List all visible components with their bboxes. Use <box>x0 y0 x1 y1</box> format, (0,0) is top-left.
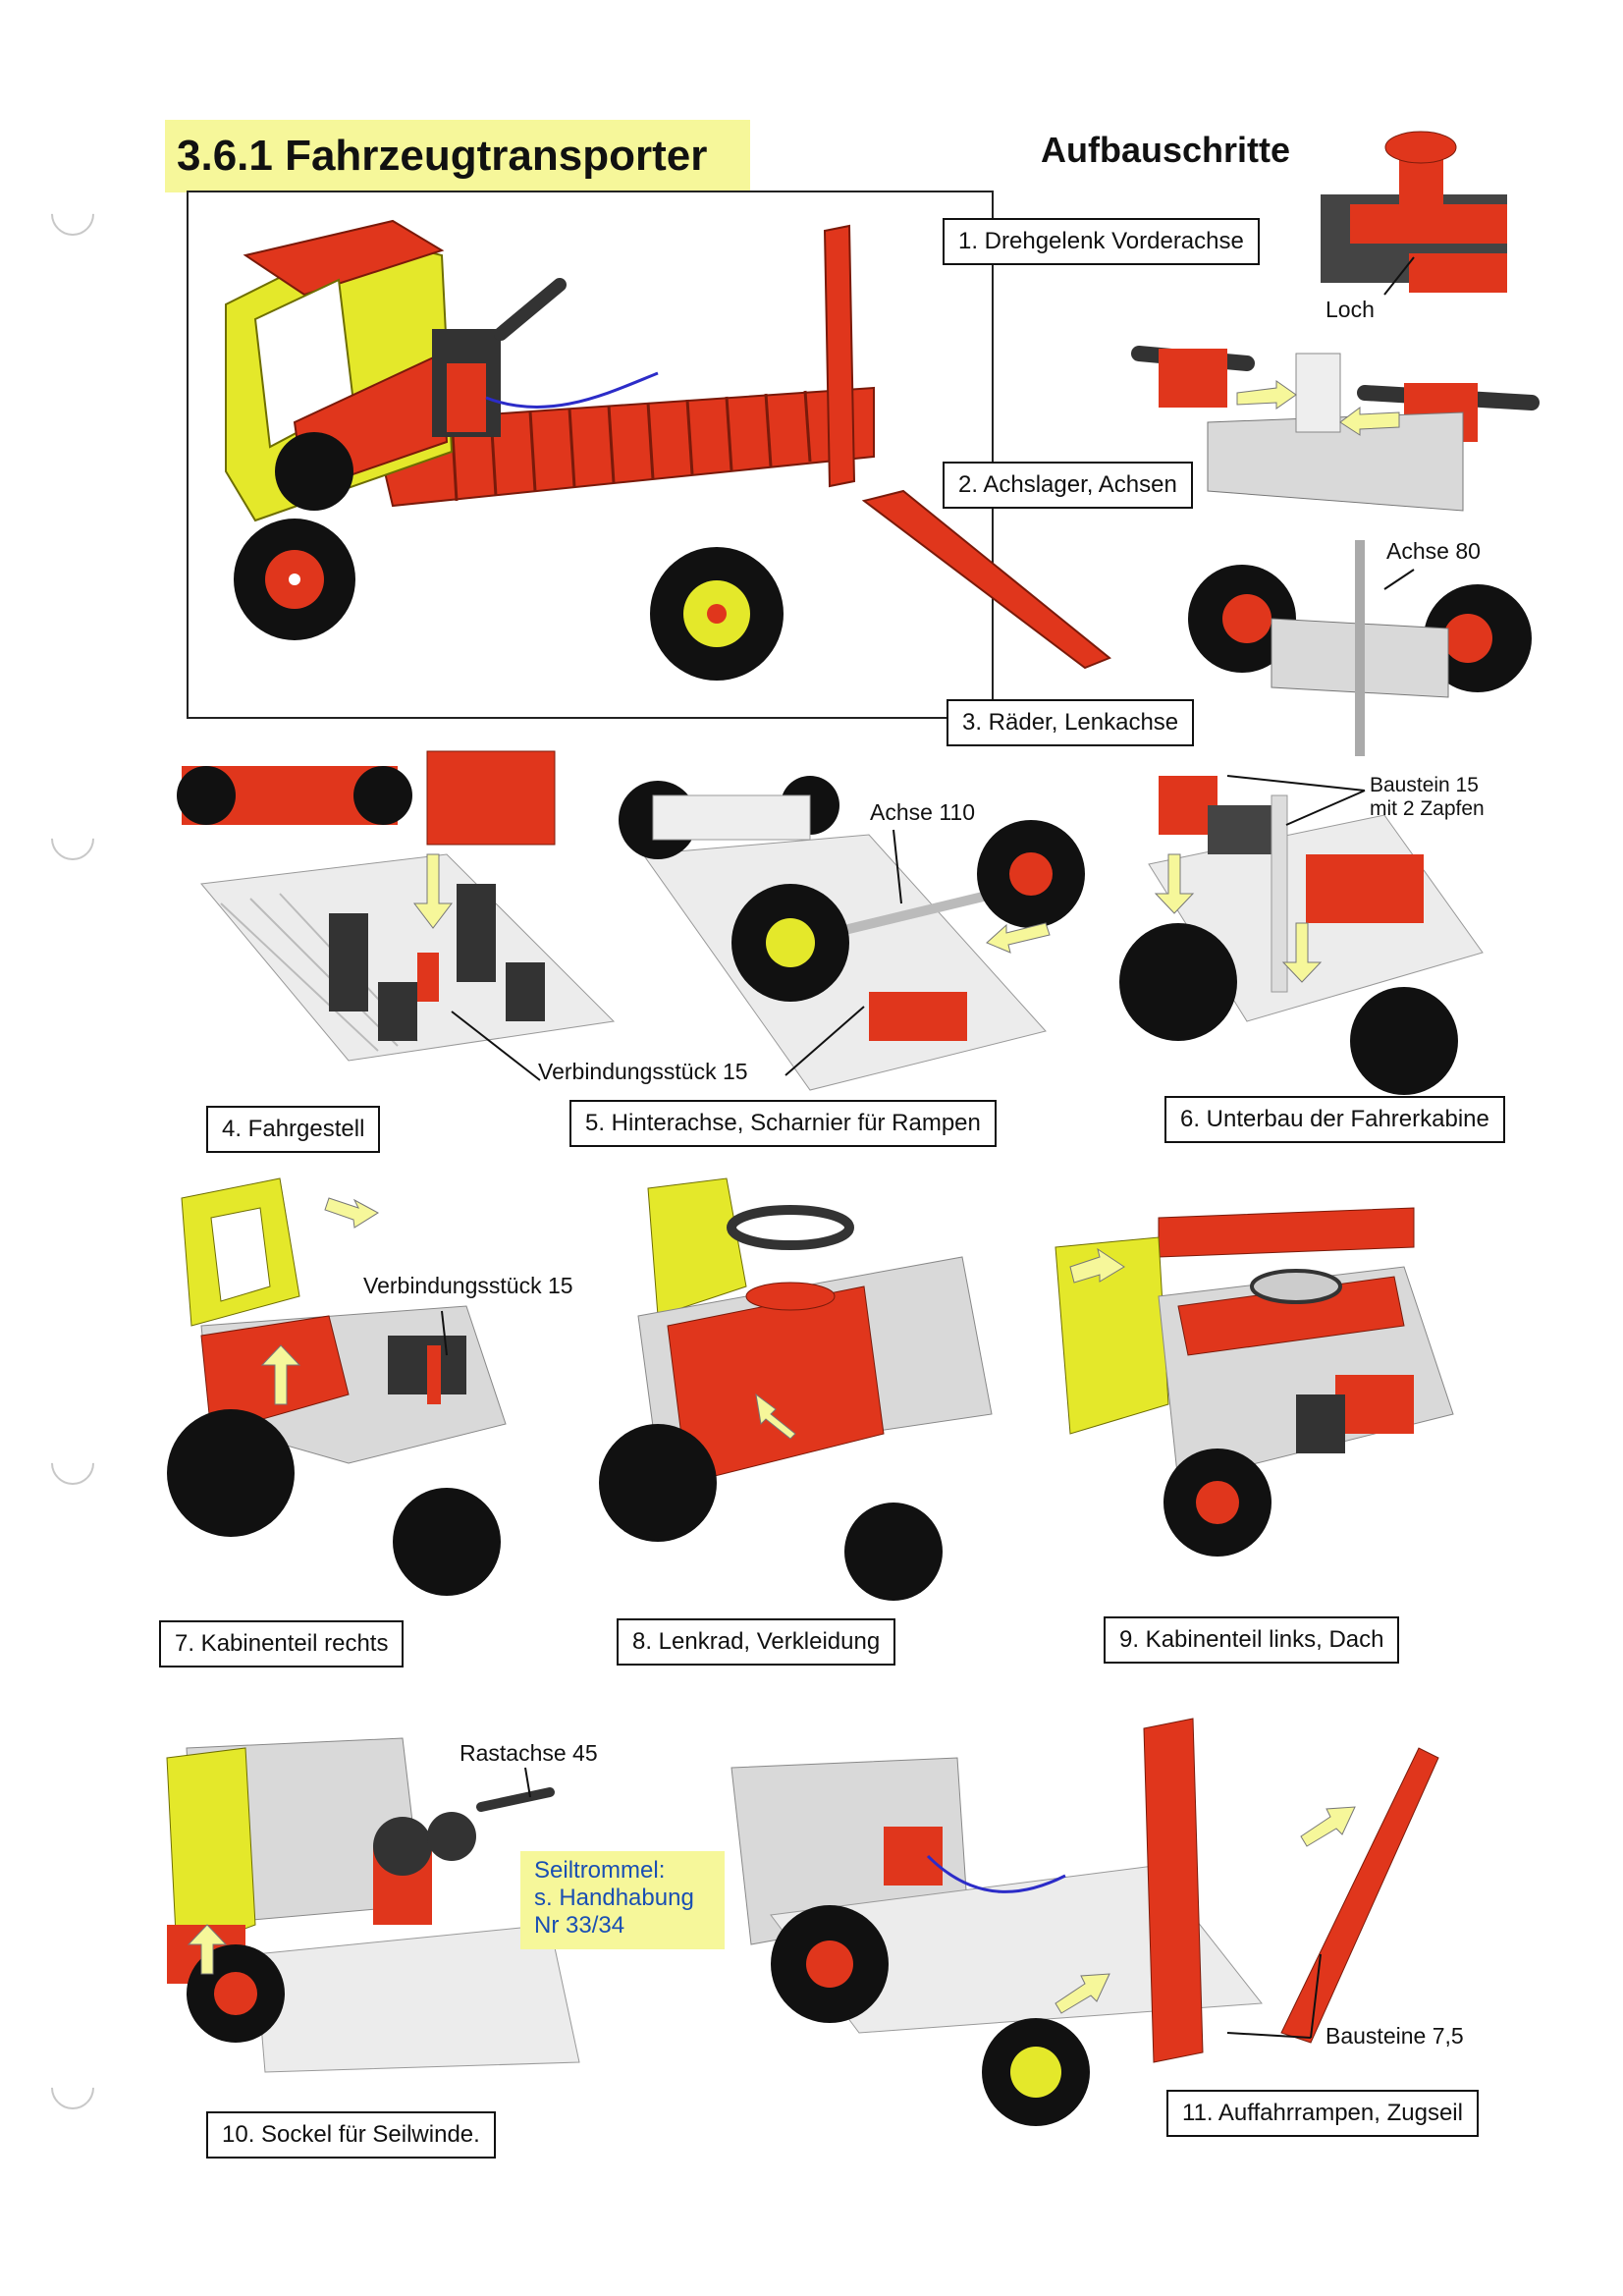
main-model-frame <box>187 191 994 719</box>
page-title: 3.6.1 Fahrzeugtransporter <box>165 120 750 192</box>
step-6-label: 6. Unterbau der Fahrerkabine <box>1164 1096 1505 1143</box>
section-heading: Aufbauschritte <box>1041 130 1291 170</box>
right-cab-panel-illustration <box>167 1177 507 1596</box>
step-4-label: 4. Fahrgestell <box>206 1106 381 1153</box>
swivel-joint-illustration <box>1321 131 1507 293</box>
step-9-label: 9. Kabinenteil links, Dach <box>1104 1616 1400 1664</box>
callout-loch: Loch <box>1325 297 1375 322</box>
finished-truck-illustration <box>225 219 1111 681</box>
step-11-label: 11. Auffahrrampen, Zugseil <box>1166 2090 1479 2137</box>
step-7-label: 7. Kabinenteil rechts <box>159 1620 405 1667</box>
callout-bausteine-7-5: Bausteine 7,5 <box>1325 2023 1464 2049</box>
note-line1: Seiltrommel: <box>534 1857 666 1884</box>
callout-verbindungsstueck-step4: Verbindungsstück 15 <box>538 1059 748 1084</box>
cab-substructure-illustration <box>1119 776 1484 1095</box>
steering-wheel-panel-illustration <box>599 1177 993 1601</box>
step-1-label: 1. Drehgelenk Vorderachse <box>943 218 1260 265</box>
step-5-label: 5. Hinterachse, Scharnier für Rampen <box>569 1100 997 1147</box>
note-line3: Nr 33/34 <box>534 1912 625 1939</box>
step-10-label: 10. Sockel für Seilwinde. <box>206 2111 496 2159</box>
step-2-label: 2. Achslager, Achsen <box>943 462 1193 509</box>
axle-bearing-illustration <box>1131 346 1540 512</box>
ramps-tow-rope-illustration <box>730 1718 1439 2126</box>
step-8-label: 8. Lenkrad, Verkleidung <box>617 1618 896 1666</box>
callout-rastachse-45: Rastachse 45 <box>460 1740 598 1766</box>
callout-baustein-15: Baustein 15 mit 2 Zapfen <box>1370 774 1485 821</box>
chassis-illustration <box>177 750 616 1062</box>
winch-drum-note: Seiltrommel: s. Handhabung Nr 33/34 <box>520 1851 725 1949</box>
note-line2: s. Handhabung <box>534 1885 694 1911</box>
callout-baustein-15-line2: mit 2 Zapfen <box>1370 797 1485 820</box>
callout-verbindungsstueck-step7: Verbindungsstück 15 <box>363 1273 573 1298</box>
callout-achse-110: Achse 110 <box>870 799 975 825</box>
left-cab-panel-roof-illustration <box>1055 1207 1454 1557</box>
callout-achse-80: Achse 80 <box>1386 538 1481 564</box>
step-3-label: 3. Räder, Lenkachse <box>947 699 1195 746</box>
rear-axle-illustration <box>619 776 1085 1091</box>
winch-base-illustration <box>166 1737 580 2073</box>
callout-baustein-15-line1: Baustein 15 <box>1370 774 1479 796</box>
wheels-steering-axle-illustration <box>1188 540 1532 756</box>
